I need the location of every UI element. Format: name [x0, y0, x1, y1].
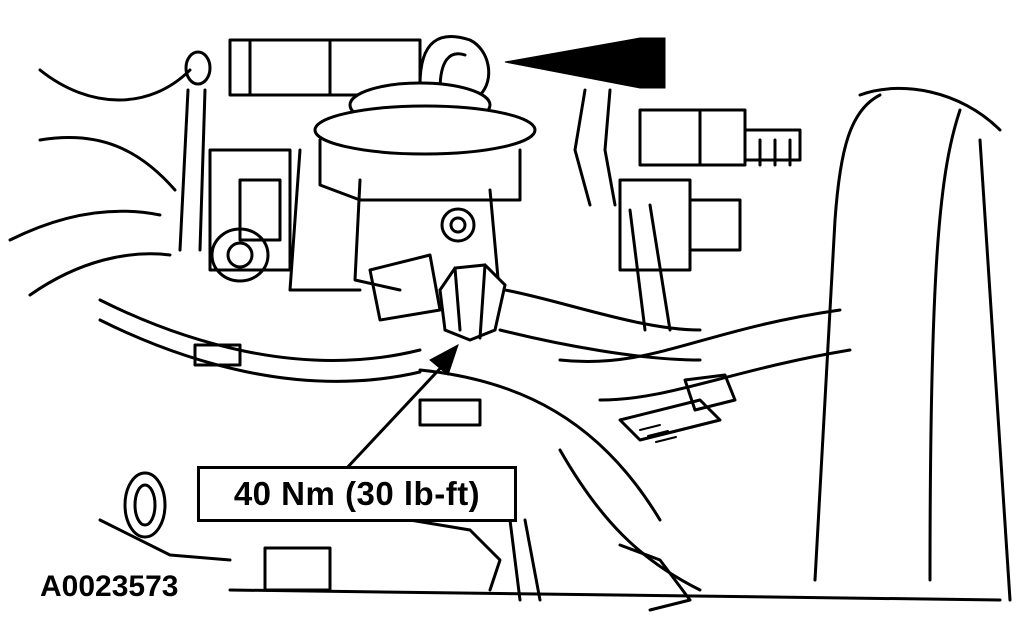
left-hose: [8, 50, 212, 297]
torque-callout: 40 Nm (30 lb-ft): [197, 466, 517, 522]
sensor-connector: [573, 88, 802, 332]
egr-tube-fitting: [368, 253, 702, 362]
lower-harness: [98, 298, 852, 522]
lower-components: [98, 448, 1002, 612]
large-left-arrow-icon: [504, 37, 666, 89]
torque-label: 40 Nm (30 lb-ft): [233, 475, 481, 512]
bracket: [208, 148, 292, 283]
leader-arrow-icon: [343, 343, 459, 472]
right-hose: [813, 86, 1012, 602]
egr-valve: [288, 81, 537, 302]
figure-id: A0023573: [40, 570, 179, 603]
